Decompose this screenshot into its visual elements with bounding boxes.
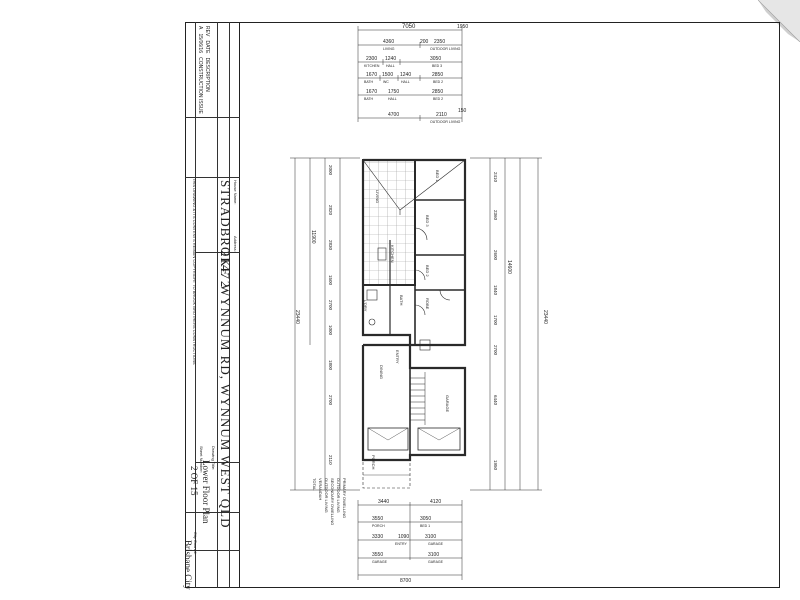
dimension-label: 3050 — [430, 56, 442, 62]
dimension-label: 7050 — [402, 24, 416, 30]
dimension-label: 200 — [420, 39, 429, 45]
dimension-label: 1700 — [493, 315, 498, 326]
area-schedule-item: OUTDOOR LIVING — [336, 478, 341, 513]
dimension-label: 2110 — [436, 112, 447, 118]
dimension-label: 1240 — [385, 56, 397, 62]
title-block — [185, 22, 240, 588]
room-label: GARAGE — [428, 542, 443, 546]
dimension-label: 2700 — [328, 300, 333, 311]
area-schedule-item: TOTAL — [312, 478, 317, 491]
area-schedule-item: OUTDOOR LIVING — [324, 478, 329, 513]
dimension-label: 2830 — [328, 240, 333, 251]
dimension-label: 14600 — [506, 260, 512, 274]
dimension-label: 1800 — [328, 360, 333, 371]
room-label: GARAGE — [445, 395, 450, 413]
dimension-label: 4360 — [383, 39, 395, 45]
room-label: GARAGE — [372, 560, 387, 564]
room-label: L'DRY — [363, 300, 368, 312]
room-label: BED 3 — [432, 64, 443, 68]
area-schedule-item: PRIMARY DWELLING — [342, 478, 347, 519]
dimension-label: 1090 — [398, 534, 410, 540]
room-label: HALL — [401, 80, 410, 84]
room-label: BED 2 — [425, 265, 430, 277]
room-label: OUTDOOR LIVING — [430, 120, 461, 124]
page-curl-corner — [758, 0, 800, 42]
dimension-label: 3100 — [425, 534, 437, 540]
dimension-label: 2000 — [328, 165, 333, 176]
dimension-label: 1500 — [328, 275, 333, 286]
room-label: PORCH — [372, 524, 385, 528]
room-label: KITCHEN — [364, 64, 380, 68]
dimension-label: 150 — [458, 108, 467, 114]
area-schedule-item: VERANDAH — [318, 478, 323, 501]
dimension-label: 6440 — [493, 395, 498, 406]
room-label: BED 2 — [433, 80, 444, 84]
room-label: DINING — [379, 365, 384, 379]
dimension-label: 1950 — [457, 24, 469, 30]
room-label: PORCH — [371, 455, 376, 470]
room-label: ENTRY — [395, 542, 407, 546]
dimension-label: 3550 — [372, 516, 384, 522]
dimension-label: 4700 — [388, 112, 400, 118]
dimension-label: 2850 — [432, 72, 444, 78]
dimension-label: 23440 — [294, 310, 300, 324]
dimension-label: 1240 — [400, 72, 412, 78]
dimension-label: 3050 — [420, 516, 432, 522]
dimension-label: 4120 — [430, 499, 442, 505]
room-label: ENTRY — [395, 350, 400, 364]
room-label: BED 3 — [425, 215, 430, 227]
room-label: HALL — [388, 97, 397, 101]
room-label: HALL — [386, 64, 395, 68]
room-label: BED 1 — [435, 170, 440, 182]
dimension-label: 3440 — [378, 499, 390, 505]
room-label: KITCHEN — [390, 245, 395, 263]
dimension-label: 2360 — [493, 210, 498, 221]
dimension-label: 2410 — [493, 172, 498, 183]
dimension-label: 3550 — [372, 552, 384, 558]
room-label: BATH — [399, 295, 404, 306]
room-label: LIVING — [383, 47, 395, 51]
dimension-label: 3100 — [428, 552, 440, 558]
dimension-label: 2850 — [432, 89, 444, 95]
dimension-label: 1000 — [328, 325, 333, 336]
dimension-label: 3330 — [372, 534, 384, 540]
dimension-label: 1670 — [366, 72, 378, 78]
dimension-label: 1840 — [493, 285, 498, 296]
dimension-label: 2700 — [493, 345, 498, 356]
dimension-label: 1670 — [366, 89, 378, 95]
dimension-label: 2700 — [328, 395, 333, 406]
dimension-label: 11900 — [310, 230, 316, 244]
room-label: BED 2 — [433, 97, 444, 101]
room-label: ROBE — [425, 298, 430, 310]
room-label: GARAGE — [428, 560, 443, 564]
dimension-label: 1750 — [388, 89, 400, 95]
dimension-label: 2820 — [328, 205, 333, 216]
dimension-label: 23440 — [542, 310, 548, 324]
room-label: OUTDOOR LIVING — [430, 47, 461, 51]
room-label: BATH — [364, 80, 374, 84]
dimension-label: 2350 — [434, 39, 446, 45]
room-label: LIVING — [375, 190, 380, 204]
room-label: BATH — [364, 97, 374, 101]
dimension-label: 1950 — [493, 460, 498, 471]
room-label: WC — [383, 80, 389, 84]
area-schedule-item: SECONDARY DWELLING — [330, 478, 335, 526]
dimension-label: 2600 — [493, 250, 498, 261]
room-label: BED 1 — [420, 524, 431, 528]
dimension-label: 1500 — [382, 72, 394, 78]
dimension-label: 2300 — [366, 56, 378, 62]
dimension-label: 8700 — [400, 578, 412, 584]
dimension-label: 2110 — [328, 455, 333, 465]
drawing-border — [185, 22, 780, 588]
